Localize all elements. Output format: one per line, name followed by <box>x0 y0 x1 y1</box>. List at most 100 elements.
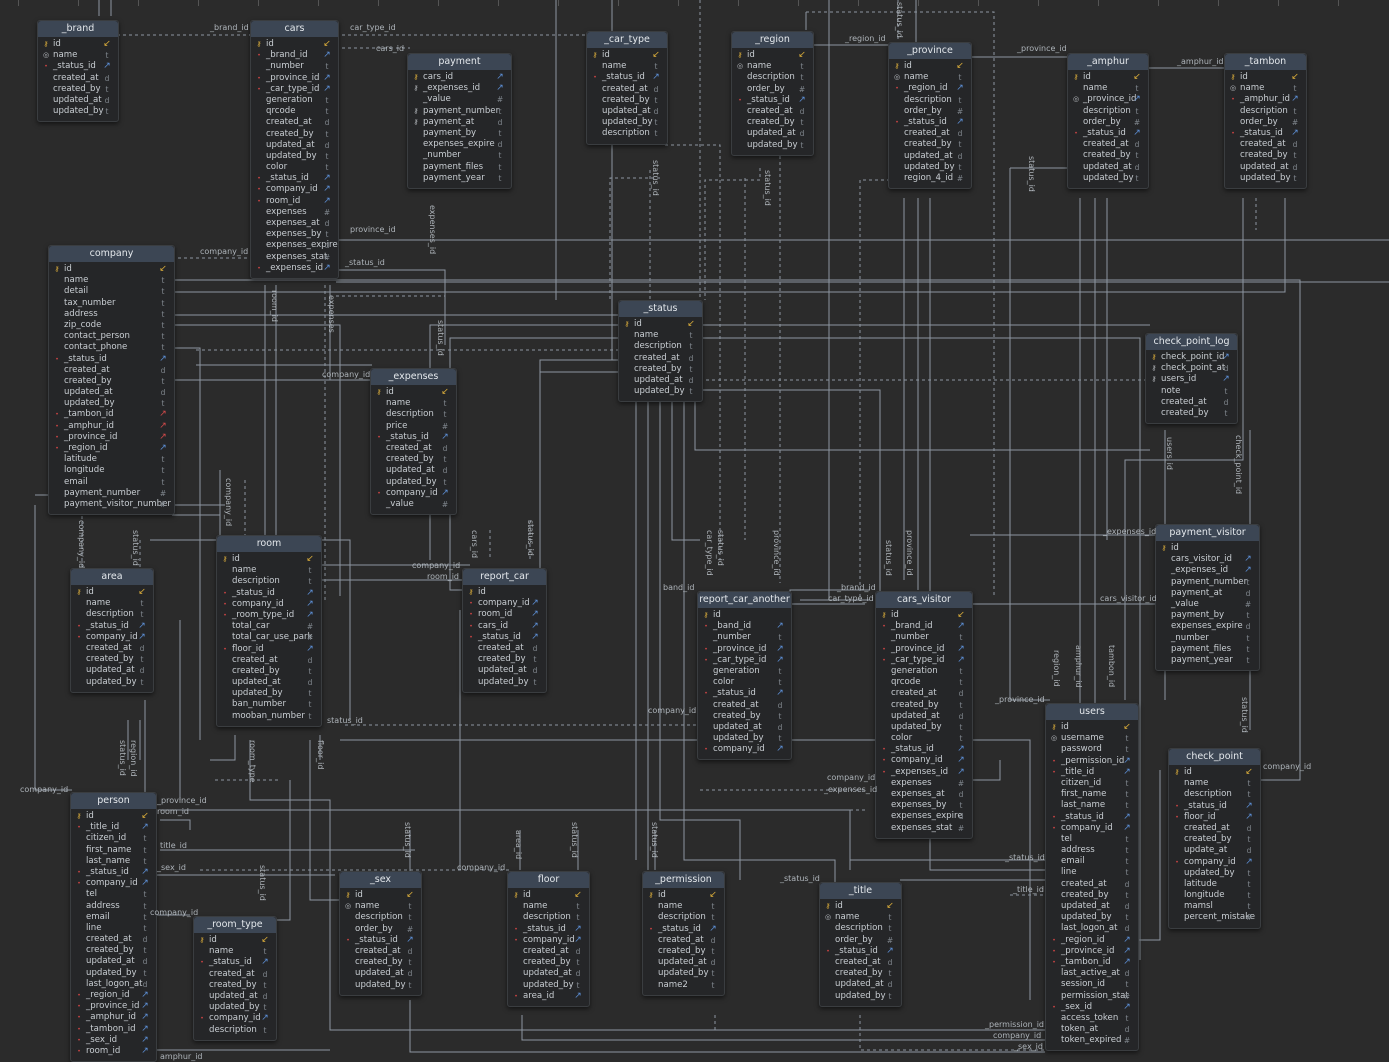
column-row[interactable]: •company_id↗ <box>217 599 321 610</box>
column-row[interactable]: •_status_id↗ <box>820 946 901 957</box>
column-row[interactable]: •_sex_id↗ <box>1046 1002 1138 1013</box>
column-row[interactable]: •company_id↗ <box>71 878 156 889</box>
column-row[interactable]: •_car_type_id↗ <box>251 84 338 95</box>
column-row[interactable]: •_status_id↗ <box>698 688 791 699</box>
column-row[interactable]: •_province_id↗ <box>251 73 338 84</box>
column-row[interactable]: •_status_id↗ <box>1169 801 1260 812</box>
column-row[interactable]: •_car_type_id↗ <box>876 655 972 666</box>
table-check-point-log[interactable]: check_point_log⚷check_point_id↗⚷check_po… <box>1145 333 1238 425</box>
column-row[interactable]: •_status_id↗ <box>217 588 321 599</box>
column-row[interactable]: ⚷id↙ <box>587 50 667 61</box>
column-row[interactable]: ⚷id↙ <box>371 387 456 398</box>
column-row[interactable]: •_brand_id↗ <box>876 621 972 632</box>
column-row[interactable]: ⚷id↙ <box>876 610 972 621</box>
column-row[interactable]: expenses_stat# <box>251 252 338 263</box>
column-row[interactable]: •_province_id↗ <box>876 644 972 655</box>
column-row[interactable]: •_region_id↗ <box>889 83 971 94</box>
column-row[interactable]: •_status_id↗ <box>251 173 338 184</box>
column-row[interactable]: ⚷id↙ <box>71 811 156 822</box>
column-row[interactable]: •floor_id↗ <box>217 644 321 655</box>
table-report-car[interactable]: report_car⚷id•company_id↗•room_id↗•cars_… <box>462 568 547 693</box>
column-row[interactable]: _value# <box>371 499 456 510</box>
column-row[interactable]: ⚷id↙ <box>1225 72 1306 83</box>
column-row[interactable]: •_status_id↗ <box>463 632 546 643</box>
column-row[interactable]: •_sex_id↗ <box>71 1035 156 1046</box>
column-row[interactable]: •_status_id↗ <box>1225 128 1306 139</box>
column-row[interactable]: •_status_id↗ <box>371 432 456 443</box>
column-row[interactable]: ⚷id↙ <box>38 39 118 50</box>
column-row[interactable]: ⚷id↙ <box>619 319 702 330</box>
column-row[interactable]: •_permission_id↗ <box>1046 756 1138 767</box>
column-row[interactable]: •_status_id↗ <box>49 354 174 365</box>
column-row[interactable]: expenses_stat# <box>876 823 972 834</box>
column-row[interactable]: ⚷id↙ <box>1169 767 1260 778</box>
